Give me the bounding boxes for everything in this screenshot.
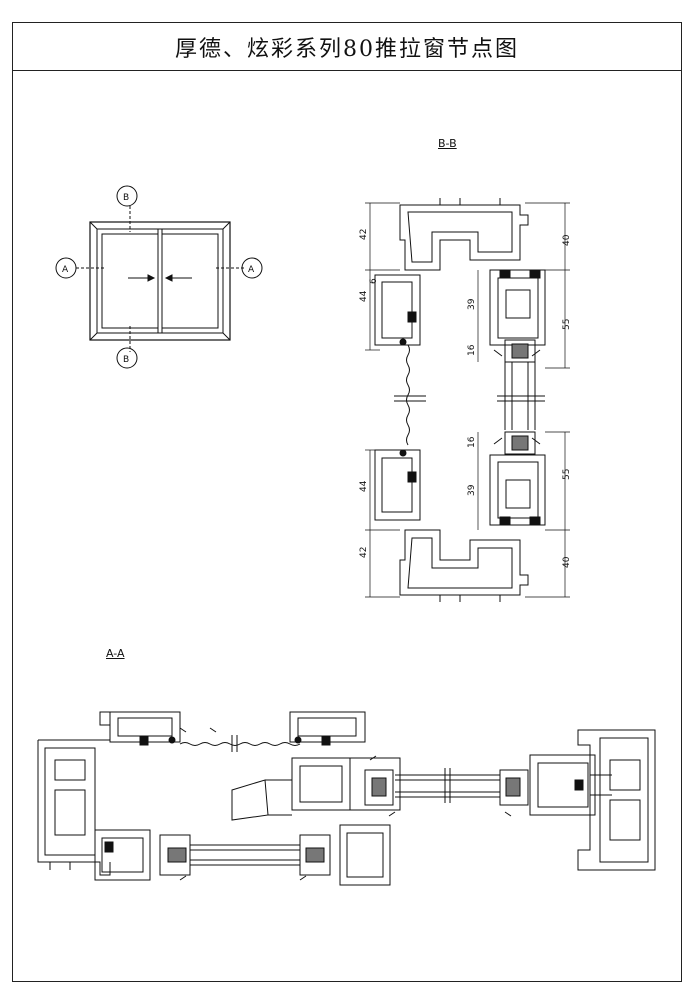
dim-bb-40-bottom: 40: [562, 556, 572, 568]
section-marker-a-right: [241, 257, 263, 279]
section-bb-dimension-lines: [365, 202, 570, 598]
dim-bb-42-bottom: 42: [359, 547, 369, 558]
section-aa-profile: [37, 711, 656, 886]
drawing-sheet: 厚德、炫彩系列80推拉窗节点图: [12, 22, 682, 982]
dim-bb-16-top: 16: [467, 344, 477, 356]
dim-bb-16-bottom: 16: [467, 436, 477, 448]
dim-bb-40-top: 40: [562, 234, 572, 246]
section-marker-a-left: [55, 257, 77, 279]
dim-bb-44-top: 44: [359, 290, 369, 302]
dim-bb-55-top: 55: [562, 319, 572, 330]
dim-bb-39-top: 39: [467, 298, 477, 310]
section-marker-b-bottom: [116, 347, 138, 369]
dim-bb-42-top: 42: [359, 229, 369, 240]
section-label-bb: B-B: [438, 137, 457, 150]
marker-b-top-text: B: [123, 193, 129, 203]
dim-bb-44-bottom: 44: [359, 480, 369, 492]
page-title: 厚德、炫彩系列80推拉窗节点图: [175, 36, 519, 62]
dim-bb-6: 6: [369, 278, 379, 284]
section-bb-profile: [374, 198, 546, 602]
window-elevation: [55, 185, 263, 369]
dim-bb-39-bottom: 39: [467, 484, 477, 496]
marker-b-bottom-text: B: [123, 355, 129, 365]
title-bar: 厚德、炫彩系列80推拉窗节点图: [13, 23, 681, 71]
marker-a-right-text: A: [248, 265, 255, 275]
dim-bb-55-bottom: 55: [562, 469, 572, 480]
marker-a-left-text: A: [62, 265, 69, 275]
section-label-aa: A-A: [106, 647, 125, 660]
section-marker-b-top: [116, 185, 138, 207]
